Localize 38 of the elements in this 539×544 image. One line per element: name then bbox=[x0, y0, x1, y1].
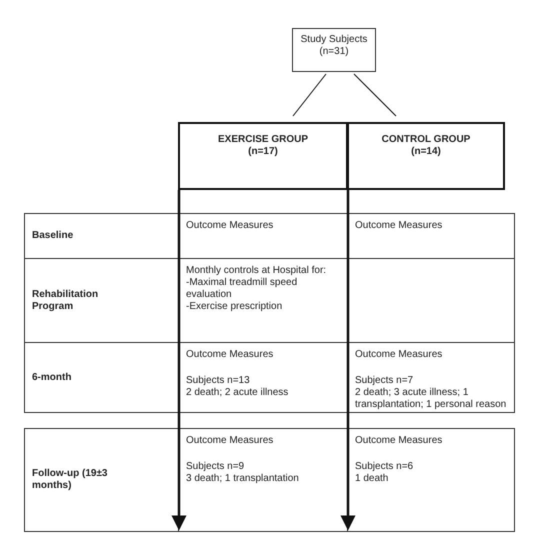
group-title: EXERCISE GROUP (n=17) bbox=[216, 134, 310, 158]
cell-text: Outcome Measures bbox=[355, 435, 444, 447]
cell-text: Outcome Measures bbox=[186, 349, 274, 361]
study-subjects-box bbox=[292, 28, 376, 72]
row-label: Baseline bbox=[32, 230, 74, 242]
table-cell bbox=[347, 342, 515, 413]
row-label: Follow-up (19±3 months) bbox=[32, 468, 108, 492]
cell-text: 2 death; 3 acute illness; 1 transplantation; 1 personal reason bbox=[355, 387, 507, 411]
row-label-cell bbox=[24, 213, 179, 259]
cell-text: Outcome Measures bbox=[186, 220, 274, 232]
arrow bbox=[172, 190, 186, 530]
group-title: CONTROL GROUP (n=14) bbox=[380, 134, 472, 158]
cell-text: -Maximal treadmill speed evaluation bbox=[186, 277, 298, 301]
cell-text: 3 death; 1 transplantation bbox=[186, 473, 300, 485]
group-header-box bbox=[178, 122, 348, 190]
cell-text: Outcome Measures bbox=[186, 435, 274, 447]
cell-text: Outcome Measures bbox=[355, 349, 444, 361]
table-cell bbox=[347, 213, 515, 259]
cell-text: Subjects n=6 bbox=[355, 461, 414, 473]
group-header-box bbox=[347, 122, 505, 190]
cell-text: 1 death bbox=[355, 473, 390, 485]
row-label: 6-month bbox=[32, 372, 72, 384]
table-cell bbox=[347, 428, 515, 532]
cell-text: 2 death; 2 acute illness bbox=[186, 387, 290, 399]
table-cell bbox=[178, 428, 348, 532]
cell-text: Subjects n=7 bbox=[355, 375, 414, 387]
row-label-cell bbox=[24, 342, 179, 413]
cell-text: Subjects n=13 bbox=[186, 375, 251, 387]
cell-text: -Exercise prescription bbox=[186, 301, 284, 313]
connector-line bbox=[354, 74, 396, 116]
connector-line bbox=[292, 74, 326, 116]
cell-text: Monthly controls at Hospital for: bbox=[186, 265, 328, 277]
row-label-cell bbox=[24, 428, 179, 532]
box-text: Study Subjects (n=31) bbox=[300, 34, 368, 58]
cell-text: Subjects n=9 bbox=[186, 461, 246, 473]
row-label: Rehabilitation Program bbox=[32, 288, 100, 312]
cell-text: Outcome Measures bbox=[355, 220, 444, 232]
arrow bbox=[340, 190, 356, 530]
